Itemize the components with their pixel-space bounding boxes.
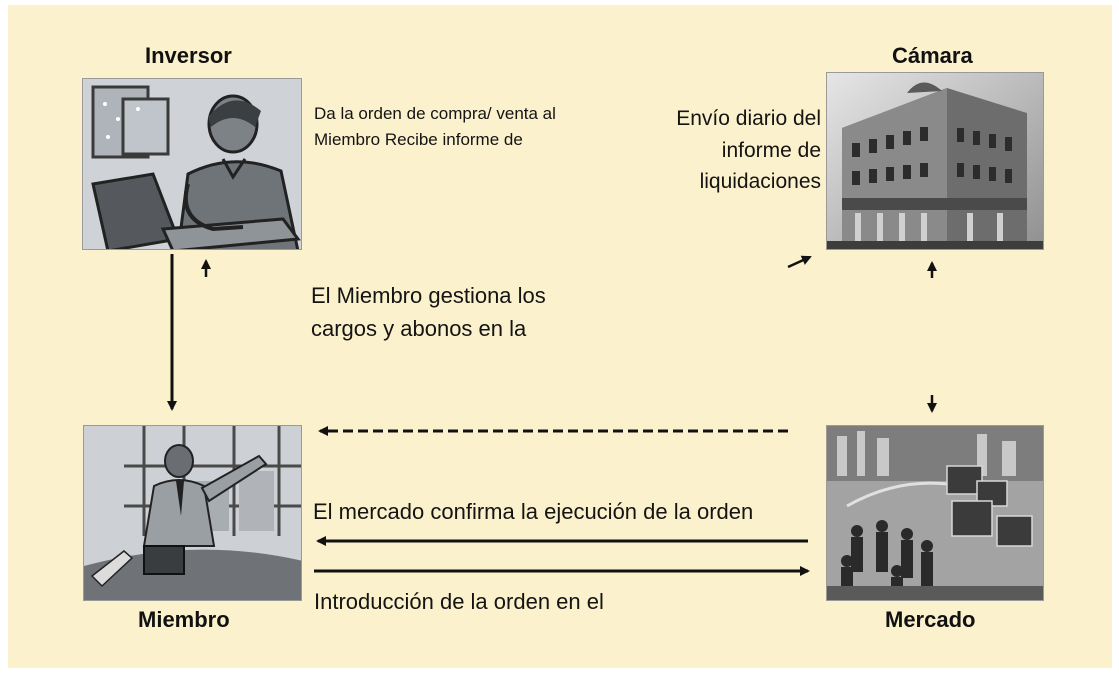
investor-at-computer-icon bbox=[82, 78, 302, 250]
clearing-house-building-icon bbox=[826, 72, 1044, 250]
miembro-note: El Miembro gestiona los cargos y abonos … bbox=[311, 283, 546, 341]
flow-arrows bbox=[167, 254, 937, 576]
camara-title: Cámara bbox=[892, 43, 973, 68]
inversor-title: Inversor bbox=[145, 43, 232, 68]
diagram-canvas: Inversor Cámara Miembro Mercado bbox=[8, 5, 1112, 668]
camara-note: Envío diario del informe de liquidacione… bbox=[676, 107, 821, 193]
mercado-confirm-label: El mercado confirma la ejecución de la o… bbox=[313, 499, 754, 524]
stock-exchange-crowd-icon bbox=[826, 425, 1044, 601]
broker-presenting-icon bbox=[83, 425, 302, 601]
inversor-note: Da la orden de compra/ venta al Miembro … bbox=[314, 104, 556, 149]
order-entry-label: Introducción de la orden en el bbox=[314, 589, 604, 614]
miembro-title: Miembro bbox=[138, 607, 230, 632]
mercado-title: Mercado bbox=[885, 607, 976, 632]
arrow-to-camara-diagonal bbox=[787, 255, 812, 269]
